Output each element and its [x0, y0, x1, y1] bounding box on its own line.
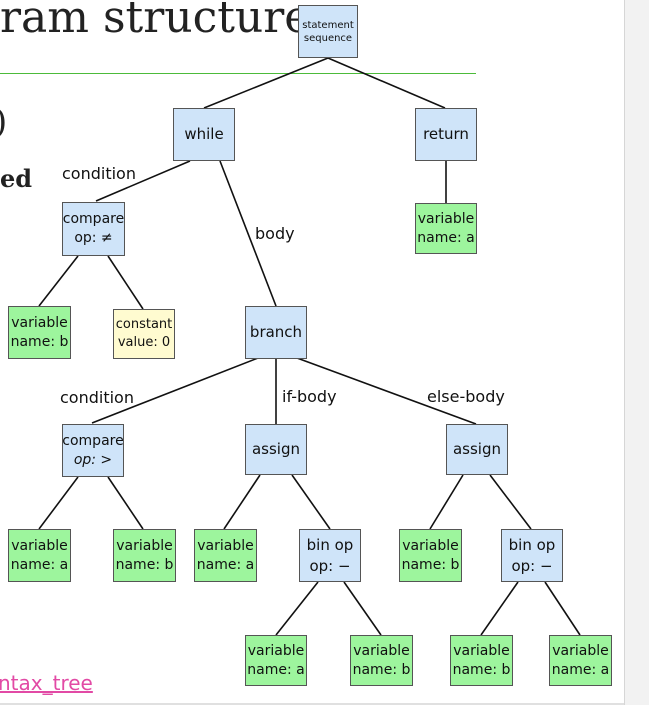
- edge-compare2-variable-b: [107, 476, 144, 530]
- edge-binop2-variable: [480, 581, 519, 636]
- edge-label-condition-1: condition: [62, 164, 136, 183]
- edge-assign2-binop: [489, 474, 532, 530]
- edge-label-condition-2: condition: [60, 388, 134, 407]
- slide-title-fragment: ram structure: [0, 0, 311, 43]
- edge-assign2-variable: [429, 474, 464, 530]
- node-while: while: [173, 108, 235, 161]
- right-scroll-panel[interactable]: [624, 0, 649, 705]
- edge-root-return: [327, 57, 446, 109]
- node-assign-else: assign: [446, 424, 508, 475]
- node-return: return: [415, 108, 477, 161]
- edge-label-body: body: [255, 224, 295, 243]
- edge-binop1-variable: [275, 581, 319, 636]
- edge-label-else-body: else-body: [427, 387, 505, 406]
- edge-root-while: [203, 57, 329, 109]
- edge-compare2-variable: [38, 476, 79, 530]
- edge-compare-constant: [107, 255, 144, 310]
- edge-branch-compare: [91, 357, 259, 424]
- source-link[interactable]: ntax_tree: [0, 671, 93, 695]
- edge-branch-assign-else: [296, 357, 477, 425]
- ast-edges: [38, 57, 581, 636]
- edge-while-branch: [219, 160, 277, 307]
- edge-binop1-variable-b: [343, 581, 382, 636]
- node-branch: branch: [245, 306, 307, 359]
- edge-compare-variable: [38, 255, 79, 307]
- clipped-text-1: ): [0, 102, 7, 142]
- bottom-edge: [0, 703, 624, 705]
- clipped-text-2: ed: [0, 164, 33, 193]
- edge-while-compare: [95, 160, 191, 202]
- title-underline: [0, 73, 476, 74]
- node-assign-if: assign: [245, 424, 307, 475]
- edge-label-if-body: if-body: [282, 387, 337, 406]
- edge-binop2-variable-a: [544, 581, 581, 636]
- edge-assign1-binop: [291, 474, 331, 530]
- edge-assign1-variable: [223, 474, 261, 530]
